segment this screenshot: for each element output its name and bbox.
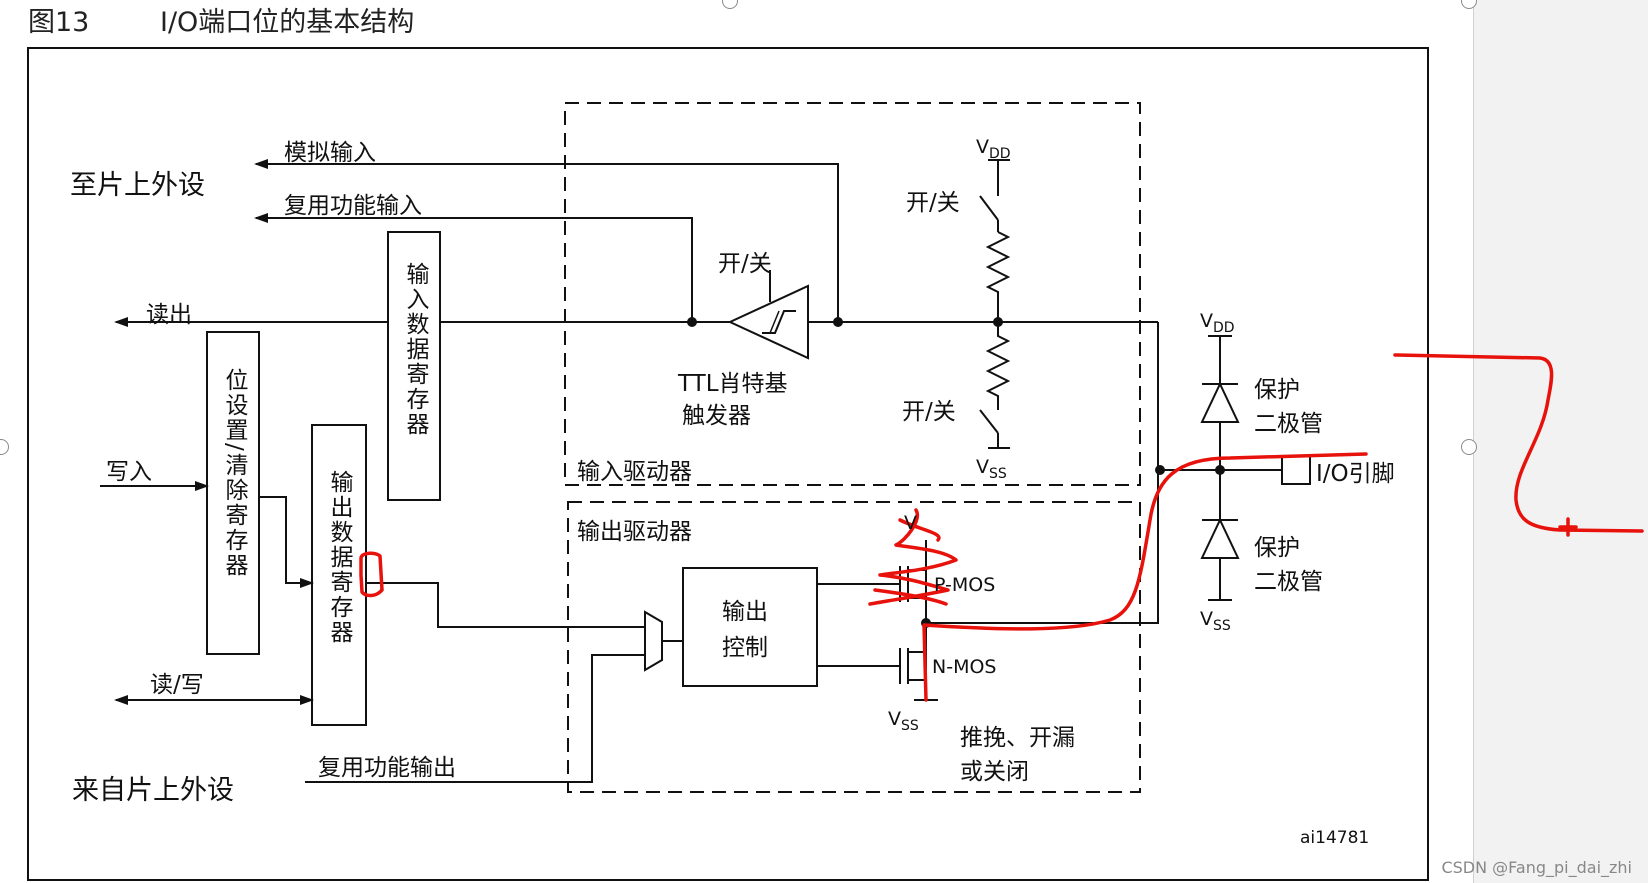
- odr-to-mux-line: [366, 582, 645, 628]
- analog-input-line: [254, 159, 839, 322]
- pull-up-switch: [979, 195, 999, 221]
- input-driver-box: [564, 102, 1141, 486]
- pull-down-resistor: [985, 322, 1011, 410]
- io-pin-box: [1281, 455, 1311, 485]
- pmos-label: P-MOS: [934, 574, 996, 596]
- red-annotations: [359, 353, 1644, 702]
- vdd-label-1: VDD: [976, 136, 1011, 162]
- alt-output-label: 复用功能输出: [318, 755, 456, 781]
- protection-diode-label-2a: 保护: [1254, 535, 1300, 561]
- resize-handle-right[interactable]: [1461, 439, 1477, 455]
- protection-diode-label-2b: 二极管: [1254, 569, 1323, 595]
- alt-input-line: [254, 213, 693, 322]
- output-control-box: [682, 567, 818, 687]
- figure-label: 图13: [28, 7, 90, 38]
- vss-label-2: VSS: [1200, 608, 1231, 634]
- ttl-schmitt-label-2: 触发器: [682, 403, 751, 429]
- switch-pull-down-label: 开/关: [902, 399, 956, 425]
- vss-bottom-bar: [988, 433, 1010, 449]
- input-data-register-box: [387, 231, 441, 501]
- output-data-register-box: [311, 424, 367, 726]
- figure-title: I/O端口位的基本结构: [160, 7, 415, 38]
- pin-bus-line: [926, 322, 1159, 624]
- write-in-label: 写入: [106, 459, 152, 485]
- pull-down-switch: [979, 409, 999, 434]
- from-peripheral-label: 来自片上外设: [72, 775, 234, 806]
- read-out-label: 读出: [146, 302, 192, 328]
- annotation-odr-mark: [359, 551, 384, 598]
- output-data-register-label: 输出数据寄存器: [326, 470, 352, 645]
- output-control-label-1: 输出: [722, 599, 768, 625]
- output-mode-label-2: 或关闭: [960, 759, 1029, 785]
- nmos-transistor: [899, 623, 938, 701]
- vss-label-3: VSS: [888, 708, 919, 734]
- output-control-label-2: 控制: [722, 635, 768, 661]
- to-peripheral-label: 至片上外设: [70, 170, 205, 201]
- annotation-signal-wave: [1393, 353, 1644, 533]
- nmos-label: N-MOS: [932, 656, 997, 678]
- vdd-top-bar: [988, 159, 1010, 196]
- output-driver-label: 输出驱动器: [577, 519, 692, 545]
- protection-diode-label-1b: 二极管: [1254, 411, 1323, 437]
- output-mux: [644, 610, 663, 672]
- vdd-label-3: V: [904, 512, 917, 534]
- right-side-panel: [1473, 0, 1648, 883]
- annotation-scribble: [868, 508, 958, 606]
- bit-set-reset-register-label: 位设置/清除寄存器: [221, 368, 247, 578]
- analog-input-label: 模拟输入: [284, 140, 376, 166]
- outer-frame: [27, 47, 1429, 881]
- csdn-watermark: CSDN @Fang_pi_dai_zhi: [1441, 858, 1632, 877]
- annotation-plus-mark: [1558, 517, 1578, 537]
- io-pin-label: I/O引脚: [1316, 461, 1395, 487]
- ttl-schmitt-label-1: TTL肖特基: [678, 371, 788, 397]
- output-mode-label-1: 推挽、开漏: [960, 725, 1075, 751]
- annotation-output-path: [922, 452, 1368, 702]
- protection-diode-label-1a: 保护: [1254, 377, 1300, 403]
- set-reset-to-odr-line: [259, 496, 314, 588]
- figure-code: ai14781: [1300, 828, 1370, 848]
- output-driver-box: [567, 501, 1141, 793]
- input-driver-label: 输入驱动器: [577, 459, 692, 485]
- alt-output-line: [305, 654, 645, 783]
- alt-input-label: 复用功能输入: [284, 193, 422, 219]
- read-write-label: 读/写: [150, 672, 204, 698]
- vss-label-1: VSS: [976, 456, 1007, 482]
- switch-pull-up-label: 开/关: [906, 190, 960, 216]
- protection-diode-bottom: [1200, 517, 1240, 559]
- schmitt-trigger: [727, 284, 809, 360]
- protection-diode-top: [1200, 381, 1240, 423]
- input-data-register-label: 输入数据寄存器: [402, 262, 428, 437]
- pull-up-resistor: [985, 231, 1011, 322]
- bit-set-reset-register-box: [206, 331, 260, 655]
- vdd-label-2: VDD: [1200, 310, 1235, 336]
- switch-top-label: 开/关: [718, 251, 772, 277]
